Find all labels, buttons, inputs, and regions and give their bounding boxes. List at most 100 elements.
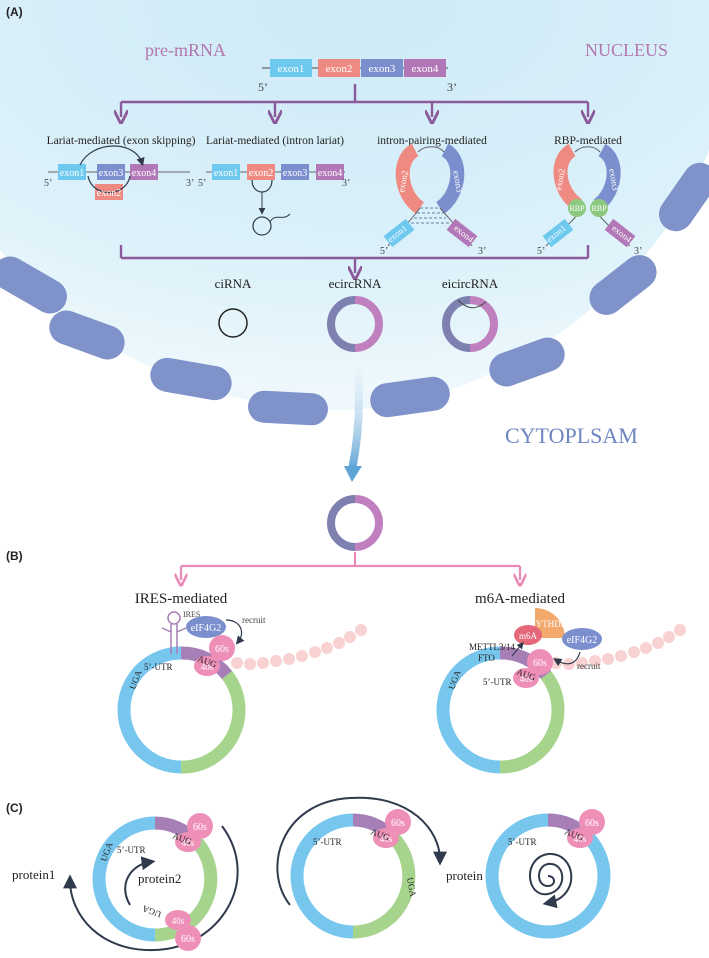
c3-40s-label: 40s	[574, 834, 587, 844]
five-prime-label: 5’	[258, 80, 268, 94]
rbp-right	[590, 199, 608, 217]
cytoplasm-ecircrna	[327, 495, 383, 551]
branch-tree	[121, 84, 588, 273]
m3-exon3: exon3	[451, 170, 465, 194]
protein1-arc	[63, 825, 239, 952]
ires-hairpin	[161, 611, 187, 654]
ires-title: IRES-mediated	[135, 591, 228, 607]
mechanism-1-title: Lariat-mediated (exon skipping)	[47, 135, 196, 147]
c2-40s-label: 40s	[380, 834, 393, 844]
m3-exon2: exon2	[396, 170, 410, 193]
ecircrna-label: ecircRNA	[329, 276, 382, 291]
c1-40s-bottom	[165, 910, 191, 930]
ires-beads	[231, 624, 367, 670]
ires-label: IRES	[183, 610, 200, 619]
m6a-40s	[513, 668, 539, 688]
c2-40s	[373, 828, 399, 848]
m6a-eif4g2-label: eIF4G2	[567, 635, 598, 646]
mechanism-3-diagram: exon2 exon3 exon1 exon4 5’ 3’	[380, 143, 486, 257]
m1-exon1: exon1	[60, 168, 84, 179]
exon2-label: exon2	[326, 63, 353, 75]
rbp-left-label: RBP	[569, 204, 585, 213]
c1-40s-bottom-label: 40s	[172, 916, 185, 926]
eicircrna-label: eicircRNA	[442, 276, 499, 291]
ires-utr-label: 5’-UTR	[144, 662, 173, 672]
protein-arc	[276, 796, 447, 906]
pre-mrna-label: pre-mRNA	[145, 40, 226, 60]
m3-5p: 5’	[380, 246, 388, 257]
mettl-label: METTL3/14	[469, 642, 515, 652]
mechanism-4-title: RBP-mediated	[554, 135, 622, 147]
cirna-label: ciRNA	[215, 276, 252, 291]
mechanism-4-diagram: RBP RBP exon2 exon3 exon1 exon4 5’ 3’	[537, 143, 642, 257]
m1-exon4: exon4	[132, 168, 156, 179]
m6a-60s	[527, 649, 553, 675]
m2-exon3: exon3	[283, 168, 307, 179]
c1-40s-top-label: 40s	[182, 838, 195, 848]
ires-recruit-arrow	[225, 619, 245, 645]
m4-exon3: exon3	[607, 168, 621, 192]
c1-uga-bottom-label: UGA	[140, 903, 162, 919]
eicircrna-ring	[442, 296, 498, 352]
c1-60s-top-label: 60s	[193, 822, 207, 833]
ires-60s	[209, 635, 235, 661]
panel-b-label: (B)	[6, 549, 23, 563]
mechanism-2-diagram: exon1 exon2 exon3 exon4 5’ 3’	[198, 164, 350, 236]
panel-b-branch	[181, 552, 520, 580]
protein2-label: protein2	[138, 871, 181, 886]
m6a-eif4g2	[562, 628, 602, 650]
m6a-60s-label: 60s	[533, 658, 547, 669]
mechanism-2-title: Lariat-mediated (intron lariat)	[206, 135, 344, 147]
exon3-label: exon3	[369, 63, 396, 75]
pre-mrna-strand: exon1 exon2 exon3 exon4 5’ 3’	[258, 59, 457, 94]
ythdf3-shape	[535, 608, 565, 638]
c1-60s-top	[187, 813, 213, 839]
cirna-ring	[218, 308, 248, 338]
m6a-recruit-arrow	[553, 651, 581, 667]
c2-utr-label: 5’-UTR	[313, 837, 342, 847]
exon4-label: exon4	[412, 63, 439, 75]
c2-60s-label: 60s	[391, 818, 405, 829]
mechanism-1-diagram: exon1 exon3 exon4 exon2 5’ 3’	[44, 145, 194, 200]
m3-3p: 3’	[478, 246, 486, 257]
nuclear-envelope	[0, 162, 709, 426]
ires-40s-label: 40s	[201, 662, 214, 672]
m1-exon3: exon3	[99, 168, 123, 179]
c1-utr-label: 5’-UTR	[117, 845, 146, 855]
m2-exon2: exon2	[249, 168, 273, 179]
c3-utr-label: 5’-UTR	[508, 837, 537, 847]
export-arrow	[348, 351, 363, 471]
c1-60s-bottom	[175, 925, 201, 951]
m6a-writer-arrow	[511, 641, 524, 657]
rbp-right-label: RBP	[591, 204, 607, 213]
m6a-utr-label: 5’-UTR	[483, 677, 512, 687]
exon1-label: exon1	[278, 63, 305, 75]
c2-uga-label: UGA	[405, 877, 418, 898]
ires-60s-label: 60s	[215, 644, 229, 655]
ires-eif4g2	[186, 616, 226, 638]
protein1-label: protein1	[12, 867, 55, 882]
m6a-title: m6A-mediated	[475, 591, 565, 607]
m1-3p: 3’	[186, 178, 194, 189]
nucleus-label: NUCLEUS	[585, 40, 668, 60]
ires-recruit-label: recruit	[242, 615, 266, 625]
c1-40s-top	[175, 832, 201, 852]
panel-a-label: (A)	[6, 5, 23, 19]
ires-40s	[194, 656, 220, 676]
m1-exon2: exon2	[97, 188, 121, 199]
rbp-left	[568, 199, 586, 217]
protein-label: protein	[446, 868, 483, 883]
c2-60s	[385, 809, 411, 835]
m6a-mark	[514, 625, 542, 645]
m2-3p: 3’	[342, 178, 350, 189]
m6a-recruit-label: recruit	[577, 661, 601, 671]
ires-eif4g2-label: eIF4G2	[191, 623, 222, 634]
m2-5p: 5’	[198, 178, 206, 189]
ecircrna-ring	[327, 296, 383, 352]
m4-exon2: exon2	[553, 168, 567, 191]
mechanism-3-title: intron-pairing-mediated	[377, 135, 487, 147]
fto-label: FTO	[478, 653, 495, 663]
c3-60s-label: 60s	[585, 818, 599, 829]
m2-exon1: exon1	[214, 168, 238, 179]
